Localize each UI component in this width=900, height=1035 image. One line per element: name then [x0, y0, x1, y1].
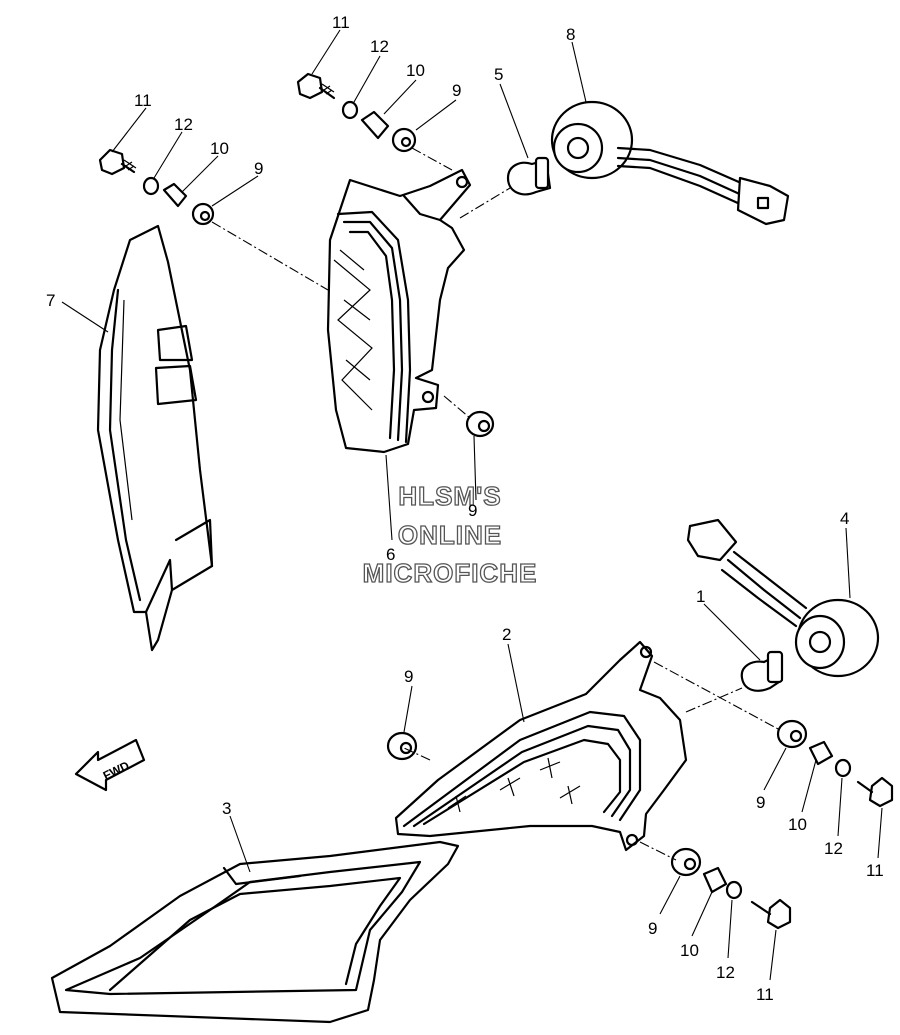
- part-2-lower-signal-housing: [394, 640, 688, 852]
- part-8-socket-harness-upper: [550, 100, 790, 226]
- callout-mid-grommet: 9: [468, 501, 477, 520]
- callout-right-bolt-a: 11: [866, 861, 884, 880]
- callout-top-grommet-b: 9: [452, 81, 461, 100]
- callout-top-bolt-a: 11: [134, 91, 152, 110]
- callout-top-bolt-b: 11: [332, 13, 350, 32]
- callout-3: 3: [222, 799, 231, 818]
- grommet-mid: [465, 410, 495, 438]
- callout-1: 1: [696, 587, 705, 606]
- callout-4: 4: [840, 509, 849, 528]
- callout-2: 2: [502, 625, 511, 644]
- grommet-left-lower: [386, 731, 418, 761]
- part-1-bulb-lower: [740, 650, 784, 692]
- callout-right-grommet-a: 9: [756, 793, 765, 812]
- callout-right-collar-b: 10: [680, 941, 699, 960]
- assembly-lines: [211, 147, 781, 861]
- callout-5: 5: [494, 65, 503, 84]
- leader-lines: [61, 29, 883, 981]
- callout-6: 6: [386, 545, 395, 564]
- callout-8: 8: [566, 25, 575, 44]
- watermark-line-3: MICROFICHE: [363, 558, 538, 588]
- callout-top-collar-b: 10: [406, 61, 425, 80]
- part-6-upper-signal-housing: [326, 168, 472, 454]
- part-4-socket-harness-lower: [686, 518, 880, 678]
- watermark-line-1: HLSM'S: [398, 481, 501, 511]
- hardware-set-top-right: [296, 72, 417, 153]
- callout-right-washer-a: 12: [824, 839, 843, 858]
- callout-right-grommet-left: 9: [404, 667, 413, 686]
- callout-right-collar-a: 10: [788, 815, 807, 834]
- callout-top-washer-b: 12: [370, 37, 389, 56]
- part-5-bulb-upper: [506, 156, 552, 196]
- hardware-set-top-left: [98, 148, 215, 226]
- part-7-side-cover: [96, 224, 214, 652]
- part-3-lens-cover: [50, 840, 460, 1024]
- callout-right-grommet-b: 9: [648, 919, 657, 938]
- callout-top-washer-a: 12: [174, 115, 193, 134]
- watermark-line-2: ONLINE: [398, 520, 502, 550]
- callout-numbers: 11 12 10 9 5 8 11 12 10 9 7 9 6 4 1 2 9 …: [46, 13, 884, 1004]
- watermark: HLSM'S ONLINE MICROFICHE: [362, 480, 538, 588]
- fwd-direction-arrow: FWD: [74, 738, 146, 792]
- hardware-set-right-upper: [776, 719, 894, 808]
- callout-top-collar-a: 10: [210, 139, 229, 158]
- callout-7: 7: [46, 291, 55, 310]
- hardware-set-right-lower: [670, 847, 792, 930]
- callout-top-grommet-a: 9: [254, 159, 263, 178]
- callout-right-bolt-b: 11: [756, 985, 774, 1004]
- callout-right-washer-b: 12: [716, 963, 735, 982]
